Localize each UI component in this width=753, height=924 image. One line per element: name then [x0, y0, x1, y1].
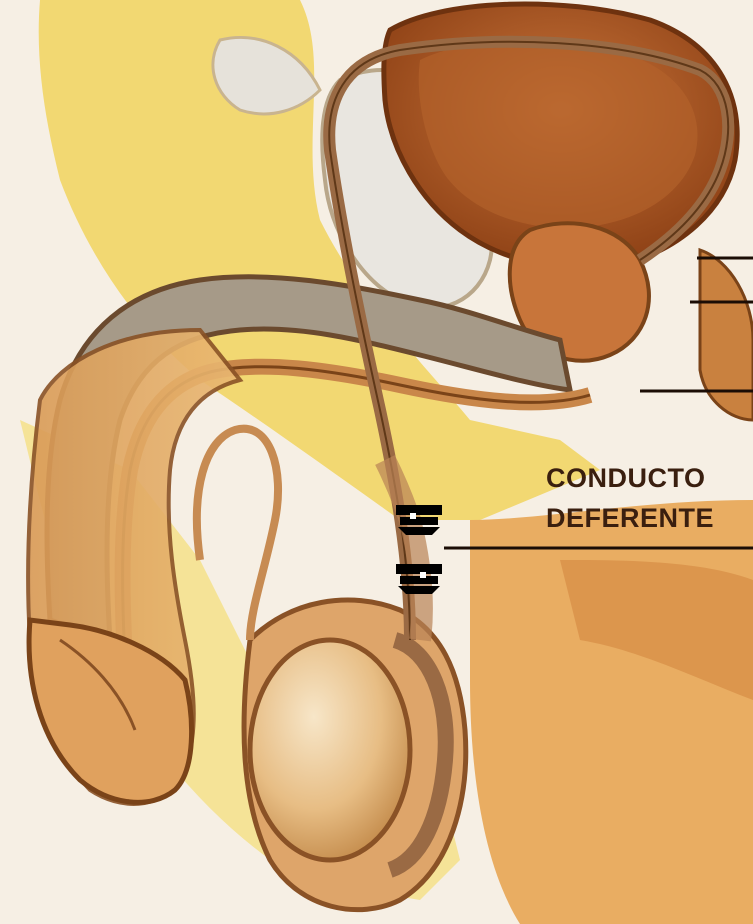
label-conducto: CONDUCTO — [546, 465, 706, 492]
cut-mark-upper — [396, 503, 442, 535]
label-deferente: DEFERENTE — [546, 505, 714, 532]
testis — [250, 640, 410, 860]
cut-mark-lower — [396, 562, 442, 594]
